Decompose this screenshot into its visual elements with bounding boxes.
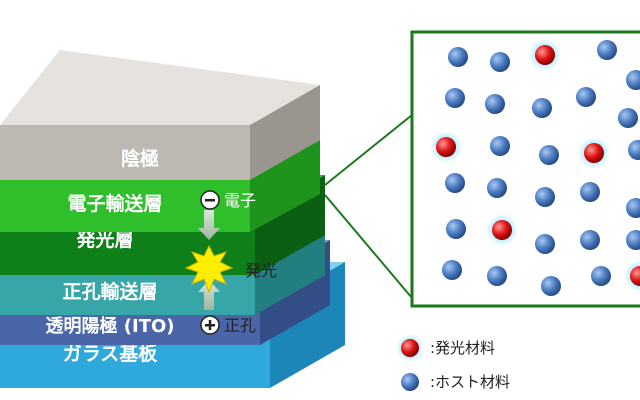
- layer-label-etl: 電子輸送層: [67, 192, 162, 215]
- host-molecule: [626, 230, 640, 250]
- emitter-molecule: [492, 220, 512, 240]
- zoom-line-lower: [324, 194, 413, 299]
- host-molecule: [576, 87, 596, 107]
- host-molecule: [580, 182, 600, 202]
- emitter-molecule: [436, 137, 456, 157]
- layer-label-cathode: 陰極: [121, 147, 159, 170]
- legend-host-dot: [401, 373, 419, 391]
- host-molecule: [628, 140, 640, 160]
- layer-etl-side: [250, 140, 320, 232]
- layer-cathode-side: [250, 85, 320, 180]
- carrier-arrows: [198, 210, 220, 310]
- hole-arrow: [198, 280, 220, 310]
- electron-label: 電子: [224, 191, 256, 210]
- layer-label-glass: ガラス基板: [63, 342, 159, 365]
- host-molecule: [532, 98, 552, 118]
- host-molecule: [490, 136, 510, 156]
- host-molecule: [487, 266, 507, 286]
- host-molecule: [448, 47, 468, 67]
- layer-etl-front: [0, 178, 250, 232]
- layer-label-htl: 正孔輸送層: [62, 280, 157, 303]
- host-molecule: [580, 230, 600, 250]
- molecule-field: [430, 39, 640, 296]
- host-molecule: [485, 94, 505, 114]
- legend-emitter-label: :発光材料: [430, 339, 495, 357]
- host-molecule: [442, 260, 462, 280]
- emitter-molecule: [630, 266, 640, 286]
- host-molecule: [535, 234, 555, 254]
- hole-label: 正孔: [224, 316, 256, 335]
- emission-label: 発光: [245, 261, 277, 280]
- flash-icon: [184, 244, 234, 294]
- host-molecule: [446, 219, 466, 239]
- layer-cathode-top: [0, 50, 320, 125]
- host-molecule: [490, 52, 510, 72]
- zoom-connector: [324, 114, 413, 299]
- layer-cathode-front: [0, 125, 250, 180]
- layer-label-eml: 発光層: [75, 228, 133, 251]
- emitter-molecule: [584, 143, 604, 163]
- host-molecule: [626, 70, 640, 90]
- plus-icon-v: [208, 320, 212, 330]
- host-molecule: [535, 187, 555, 207]
- emission-flash: 発光: [184, 244, 277, 294]
- legend-host-label: :ホスト材料: [430, 373, 510, 391]
- host-molecule: [445, 173, 465, 193]
- zoom-line-upper: [324, 114, 413, 186]
- legend: :発光材料 :ホスト材料: [396, 334, 510, 391]
- layer-stack: ガラス基板 透明陽極 (ITO) 正孔輸送層 発光層 電子輸送層: [0, 50, 345, 388]
- electron-arrow: [198, 210, 220, 240]
- layer-label-ito: 透明陽極 (ITO): [46, 315, 175, 337]
- host-molecule: [618, 108, 638, 128]
- host-molecule: [487, 178, 507, 198]
- electron-marker: 電子: [200, 190, 256, 210]
- emitter-molecule: [535, 45, 555, 65]
- host-molecule: [541, 276, 561, 296]
- layer-cathode: 陰極: [0, 50, 320, 180]
- host-molecule: [626, 198, 640, 218]
- minus-icon-bar: [205, 199, 215, 202]
- legend-emitter-dot: [401, 339, 419, 357]
- host-molecule: [597, 40, 617, 60]
- host-molecule: [539, 145, 559, 165]
- host-molecule: [591, 266, 611, 286]
- host-molecule: [445, 88, 465, 108]
- hole-marker: 正孔: [200, 315, 256, 335]
